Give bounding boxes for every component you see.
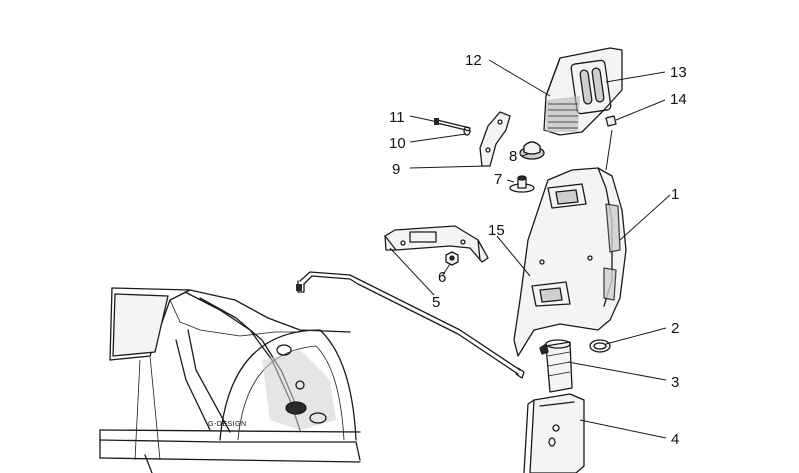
part-5-bracket (384, 225, 489, 263)
part-1-rear-panel (513, 167, 627, 357)
callout-8: 8 (509, 148, 517, 165)
part-8-cap (519, 141, 545, 160)
part-5-trim-rod (296, 271, 525, 379)
callout-3: 3 (671, 374, 679, 391)
callout-11: 11 (389, 109, 405, 126)
part-6-nut (445, 251, 459, 266)
callout-14: 14 (670, 91, 687, 108)
callout-6: 6 (438, 269, 446, 286)
callout-13: 13 (670, 64, 687, 81)
callout-labels: 12 13 14 11 10 9 8 7 1 15 6 5 2 3 4 (389, 52, 687, 448)
inner-wheel-well (262, 344, 336, 430)
callout-5: 5 (432, 294, 440, 311)
part-4-lower-section (523, 393, 585, 473)
callout-4: 4 (671, 431, 679, 448)
watermark-text: G-DESIGN (208, 421, 247, 428)
part-3-pipe (539, 339, 573, 393)
part-7-grommet (509, 175, 535, 193)
part-2-ring (589, 339, 611, 353)
callout-1: 1 (671, 186, 679, 203)
callout-9: 9 (392, 161, 400, 178)
part-9-bracket (479, 111, 511, 167)
part-11-bolt (434, 118, 471, 132)
callout-15: 15 (488, 222, 505, 239)
vehicle-rear-body: G-DESIGN (99, 287, 361, 473)
leader-lines (389, 59, 671, 439)
callout-12: 12 (465, 52, 482, 69)
part-14-screw (605, 115, 617, 127)
callout-7: 7 (494, 171, 502, 188)
callout-10: 10 (389, 135, 406, 152)
callout-2: 2 (671, 320, 679, 337)
part-12-13-light-housing (543, 47, 623, 136)
